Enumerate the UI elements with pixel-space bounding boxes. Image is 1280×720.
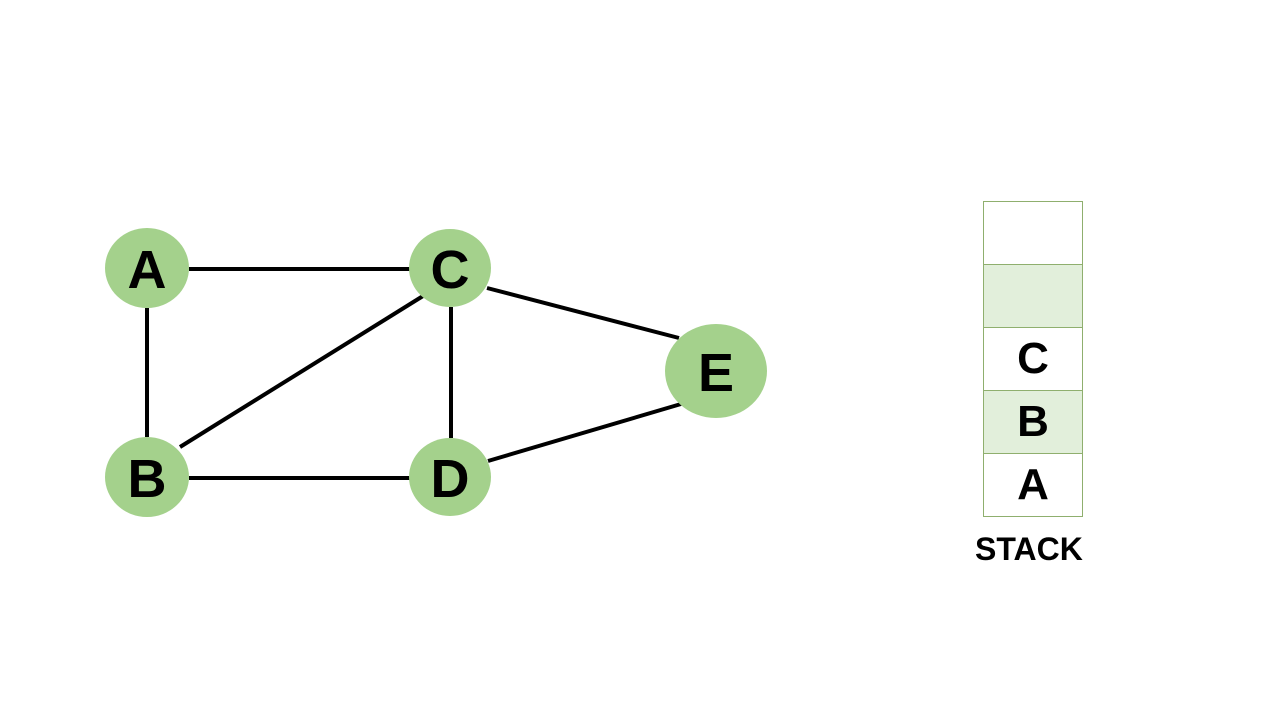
node-circle-c	[409, 229, 491, 307]
stack-box: C B A	[983, 201, 1083, 517]
graph-node-a[interactable]: A	[105, 228, 189, 308]
node-circle-e	[665, 324, 767, 418]
graph-node-e[interactable]: E	[665, 324, 767, 418]
graph-node-b[interactable]: B	[105, 437, 189, 517]
graph-nodes: A B C D E	[105, 228, 767, 517]
stack-visualization: C B A	[983, 201, 1083, 517]
node-label-b: B	[128, 449, 167, 509]
stack-cell-slot-2[interactable]: B	[984, 391, 1082, 454]
stack-cell-slot-3[interactable]: C	[984, 328, 1082, 391]
edge-c-e	[486, 286, 680, 340]
node-label-a: A	[128, 240, 167, 300]
edge-d-e	[487, 402, 682, 463]
stack-cell-slot-4[interactable]	[984, 265, 1082, 328]
graph-node-d[interactable]: D	[409, 438, 491, 516]
stack-cell-slot-1[interactable]: A	[984, 454, 1082, 517]
node-circle-d	[409, 438, 491, 516]
graph-edges	[145, 267, 682, 480]
node-circle-a	[105, 228, 189, 308]
node-circle-b	[105, 437, 189, 517]
graph-node-c[interactable]: C	[409, 229, 491, 307]
stack-caption-label: STACK	[975, 531, 1083, 567]
stack-cell-slot-5[interactable]	[984, 202, 1082, 265]
node-label-e: E	[698, 343, 734, 403]
node-label-c: C	[431, 240, 470, 300]
edge-b-c	[178, 294, 425, 449]
node-label-d: D	[431, 449, 470, 509]
